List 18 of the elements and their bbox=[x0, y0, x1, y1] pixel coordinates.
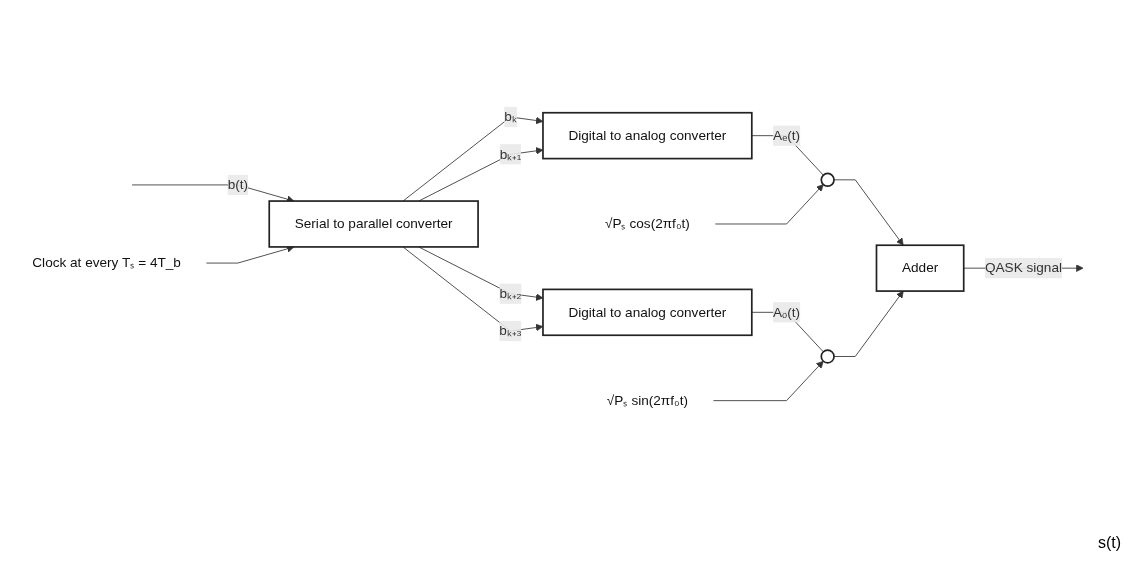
edge-label: b(t) bbox=[227, 177, 249, 192]
node-text: Clock at every Tₛ = 4T_b bbox=[32, 255, 181, 270]
node-box: Digital to analog converter bbox=[542, 288, 753, 336]
node-box: Digital to analog converter bbox=[542, 111, 753, 160]
node-circle bbox=[820, 172, 835, 187]
edge-label: Aₒ(t) bbox=[773, 304, 801, 319]
node-box: Adder bbox=[875, 244, 965, 292]
edge-label: bₖ₊₁ bbox=[499, 146, 522, 161]
edge-label: bₖ₊₃ bbox=[499, 323, 522, 338]
edge-label: QASK signal bbox=[984, 260, 1062, 275]
edge-label: bₖ₊₂ bbox=[499, 285, 522, 301]
signal-label: s(t) bbox=[1097, 534, 1121, 551]
node-box: Serial to parallel converter bbox=[268, 200, 479, 248]
node-text: √Pₛ sin(2πf₀t) bbox=[606, 392, 688, 408]
node-circle bbox=[820, 349, 835, 364]
edge-label: bₖ bbox=[504, 109, 517, 124]
edge-label: Aₑ(t) bbox=[773, 127, 801, 143]
node-text: √Pₛ cos(2πf₀t) bbox=[604, 216, 690, 231]
